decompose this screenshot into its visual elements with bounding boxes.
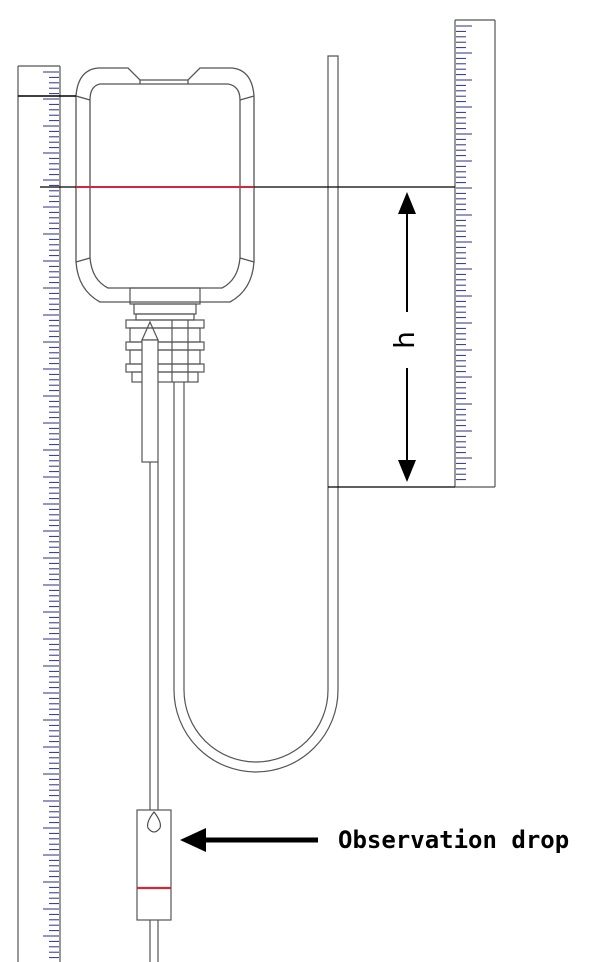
left-ruler	[17, 65, 61, 962]
right-ruler-ticks	[456, 25, 472, 481]
drip-chamber	[136, 809, 172, 962]
height-dimension-arrow	[398, 192, 416, 482]
observation-pointer	[180, 828, 318, 852]
drop-icon	[147, 811, 161, 833]
arrow-up-icon	[398, 192, 416, 214]
height-label: h	[388, 331, 421, 349]
drip-line	[149, 462, 159, 812]
arrow-left-icon	[180, 828, 206, 852]
right-ruler	[454, 19, 496, 488]
infusion-bag	[75, 67, 255, 303]
u-tube-manometer	[173, 55, 339, 773]
bag-connector	[125, 287, 205, 463]
left-ruler-ticks	[43, 71, 59, 959]
observation-label: Observation drop	[338, 826, 569, 854]
arrow-down-icon	[398, 460, 416, 482]
level-lines	[18, 95, 455, 488]
